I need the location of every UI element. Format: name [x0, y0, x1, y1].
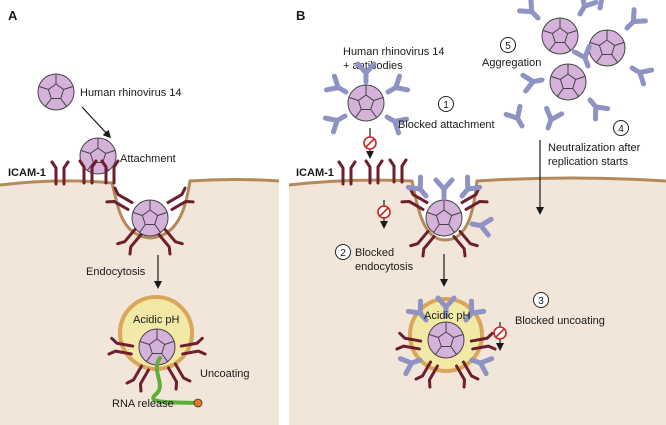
panel-a: A Human rhinovirus 14 Attachment ICAM-1 … — [0, 0, 280, 425]
step-4-number: 4 — [618, 124, 624, 135]
attachment-label-a: Attachment — [120, 153, 176, 165]
step-1-label: Blocked attachment — [398, 119, 495, 131]
step-4-label-line1: Neutralization after — [548, 142, 641, 154]
virion-antibody-free-b — [325, 64, 407, 133]
receptor-b-3 — [388, 158, 408, 184]
rna-strand-a — [151, 356, 198, 405]
virion-in-pit-a — [131, 199, 169, 237]
step-2-label-line1: Blocked — [355, 247, 394, 259]
step-1-number: 1 — [443, 100, 449, 111]
antibody-free-1 — [506, 106, 529, 130]
uncoating-label-a: Uncoating — [200, 368, 250, 380]
acidic-label-b: Acidic pH — [424, 310, 471, 322]
step-5-number: 5 — [505, 41, 511, 52]
panel-b: B Human rhinovirus 14 + antibodies 1 Blo… — [288, 0, 666, 425]
virion-free-a — [37, 73, 75, 111]
virus-label-a: Human rhinovirus 14 — [80, 87, 182, 99]
step-3-number: 3 — [538, 296, 544, 307]
step-2-circle — [335, 244, 351, 260]
panel-separator — [279, 0, 289, 425]
step-2-label-line2: endocytosis — [355, 261, 414, 273]
step-5-circle — [500, 37, 516, 53]
step-1-circle — [438, 96, 454, 112]
acidic-label-a: Acidic pH — [133, 314, 180, 326]
cell-body-b — [289, 178, 666, 425]
step-3-circle — [533, 292, 549, 308]
blocked-icon-2 — [377, 205, 391, 219]
panel-b-letter: B — [296, 8, 305, 23]
panel-a-letter: A — [8, 8, 18, 23]
rna-cap-a — [193, 398, 203, 408]
blocked-icon-3 — [493, 326, 507, 340]
antibody-free-2 — [540, 108, 561, 130]
arrow-to-attachment-a — [81, 106, 112, 139]
virus-antibody-label-line1: Human rhinovirus 14 — [343, 46, 445, 58]
blocked-icon-1 — [363, 136, 377, 150]
icam-label-a: ICAM-1 — [8, 167, 46, 179]
step-5-label: Aggregation — [482, 57, 541, 69]
step-4-circle — [613, 120, 629, 136]
step-4-label-line2: replication starts — [548, 156, 629, 168]
endocytosis-label-a: Endocytosis — [86, 266, 146, 278]
step-2-number: 2 — [340, 248, 346, 259]
step-3-label: Blocked uncoating — [515, 315, 605, 327]
icam-label-b: ICAM-1 — [296, 167, 334, 179]
cell-membrane-a — [0, 178, 280, 240]
rna-release-label-a: RNA release — [112, 398, 174, 410]
